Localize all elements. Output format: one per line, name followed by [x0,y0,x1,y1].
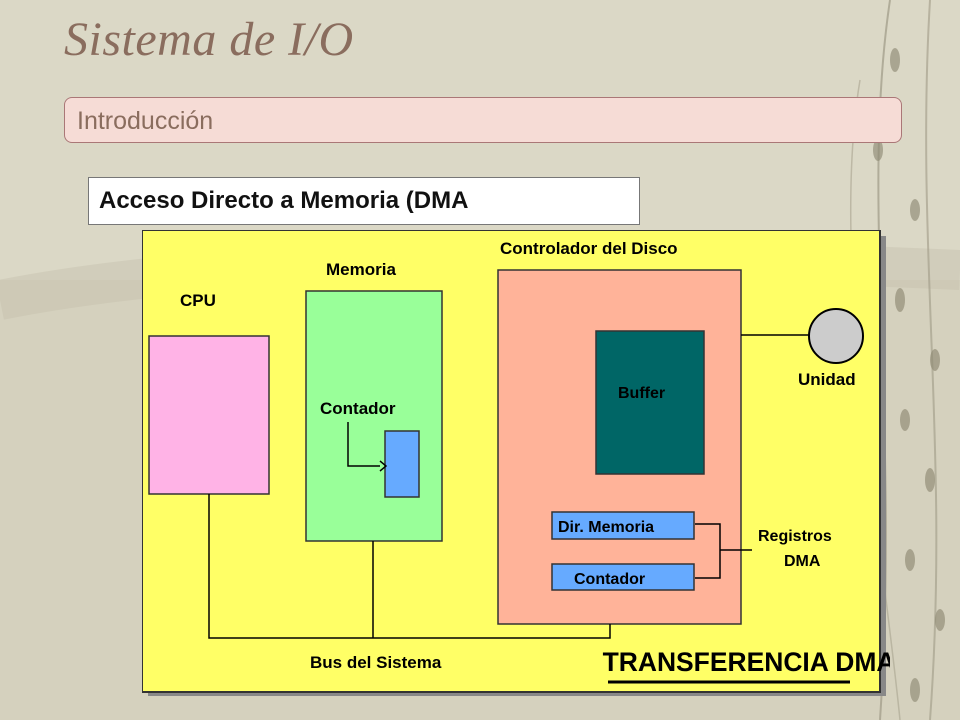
dir-memoria-label: Dir. Memoria [558,519,654,536]
dir-memoria-register [551,511,695,540]
bus-label: Bus del Sistema [310,653,442,672]
registros-label-line2: DMA [784,553,821,570]
section-title-text: Acceso Directo a Memoria (DMA [99,187,469,214]
registros-label-line1: Registros [758,528,832,545]
counter-arrow-head [379,460,388,472]
unit-disk [808,308,864,364]
unit-label: Unidad [798,370,856,389]
buffer-label: Buffer [618,385,665,402]
cpu-label: CPU [180,291,216,310]
memory-counter-box [384,430,420,498]
controller-label: Controlador del Disco [500,239,678,258]
section-title-box: Acceso Directo a Memoria (DMA [88,177,640,225]
cpu-box [148,335,270,495]
subtitle-bar: Introducción [64,97,902,143]
memory-label: Memoria [326,260,396,279]
subtitle-text: Introducción [77,107,214,135]
contador-register-label: Contador [574,571,645,588]
counter-arrow-line [347,422,380,467]
contador-register [551,563,695,591]
system-bus [208,494,611,639]
memory-counter-label: Contador [320,399,396,418]
buffer-box [595,330,705,475]
dma-diagram: CPU Memoria Contador Controlador del Dis… [142,230,890,696]
memory-box [305,290,443,542]
slide-title: Sistema de I/O [64,13,354,66]
registers-bracket [695,523,752,579]
transfer-label: TRANSFERENCIA DMA [603,647,890,677]
